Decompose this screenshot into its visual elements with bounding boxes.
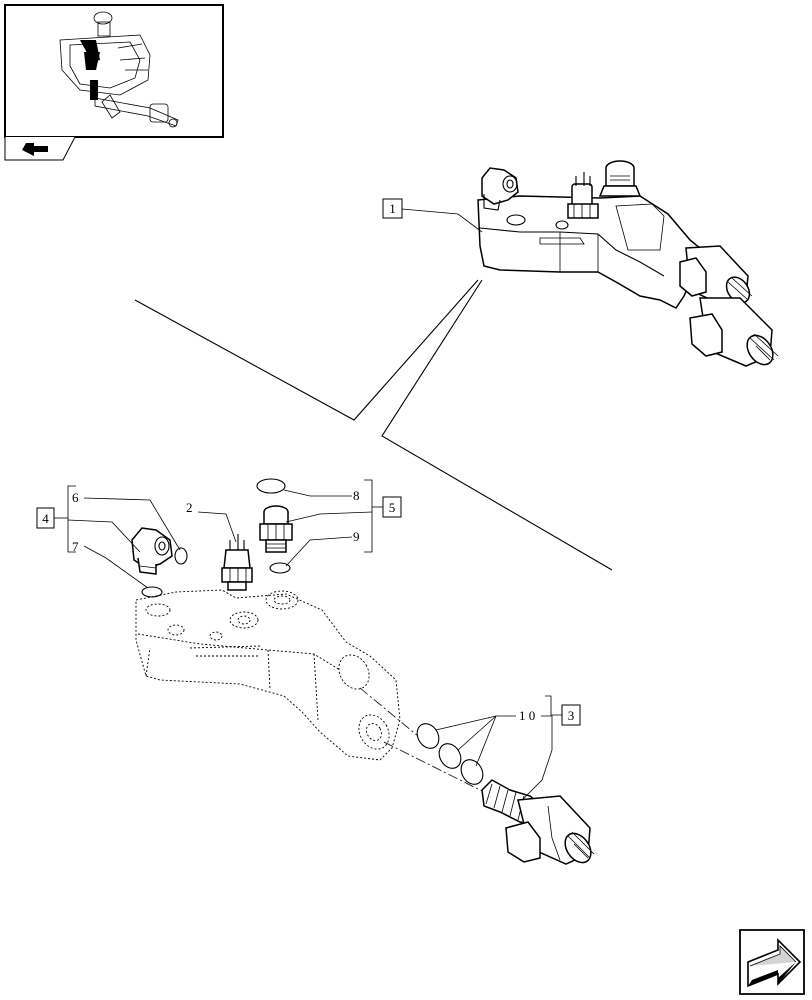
cartridge-valve (481, 779, 595, 865)
valve-body-ghost (135, 589, 401, 761)
callout-10-label: 1 0 (519, 708, 535, 723)
o-ring-7 (141, 586, 163, 598)
callout-1[interactable]: 1 (382, 198, 483, 233)
arrow-left-icon (22, 143, 48, 156)
callout-2[interactable]: 2 (186, 500, 237, 543)
callout-6[interactable]: 6 (72, 490, 181, 551)
callout-7-label: 7 (72, 539, 79, 554)
callout-8[interactable]: 8 (283, 488, 360, 503)
callout-4[interactable]: 4 (36, 485, 76, 553)
switch-fitting (259, 505, 293, 553)
callout-10[interactable]: 1 0 (435, 695, 552, 767)
callout-6-label: 6 (72, 490, 79, 505)
callout-8-label: 8 (353, 488, 360, 503)
callout-9-label: 9 (353, 529, 360, 544)
callout-7[interactable]: 7 (72, 539, 149, 589)
nav-next-button[interactable] (739, 929, 805, 995)
callout-3[interactable]: 3 (521, 704, 581, 801)
callout-3-label: 3 (568, 708, 575, 723)
o-ring-9 (269, 562, 291, 574)
callout-5-label: 5 (389, 500, 396, 515)
o-ring-8 (256, 478, 286, 494)
o-rings-10 (416, 723, 484, 785)
callout-4-leader (67, 519, 141, 553)
arrow-right-icon (747, 938, 802, 988)
elbow-fitting (131, 527, 173, 575)
callout-9[interactable]: 9 (285, 529, 360, 567)
connector-lines (134, 279, 613, 571)
nav-prev-button[interactable] (4, 136, 76, 161)
o-ring-6 (174, 547, 188, 565)
callout-4-label: 4 (42, 511, 49, 526)
overview-thumbnail[interactable] (4, 4, 224, 138)
pressure-sensor (221, 534, 253, 591)
callout-1-label: 1 (389, 201, 396, 216)
tractor-thumbnail-icon (59, 11, 179, 128)
valve-block-assembled (477, 160, 779, 367)
callout-2-label: 2 (186, 500, 193, 515)
callout-5[interactable]: 5 (285, 479, 402, 553)
